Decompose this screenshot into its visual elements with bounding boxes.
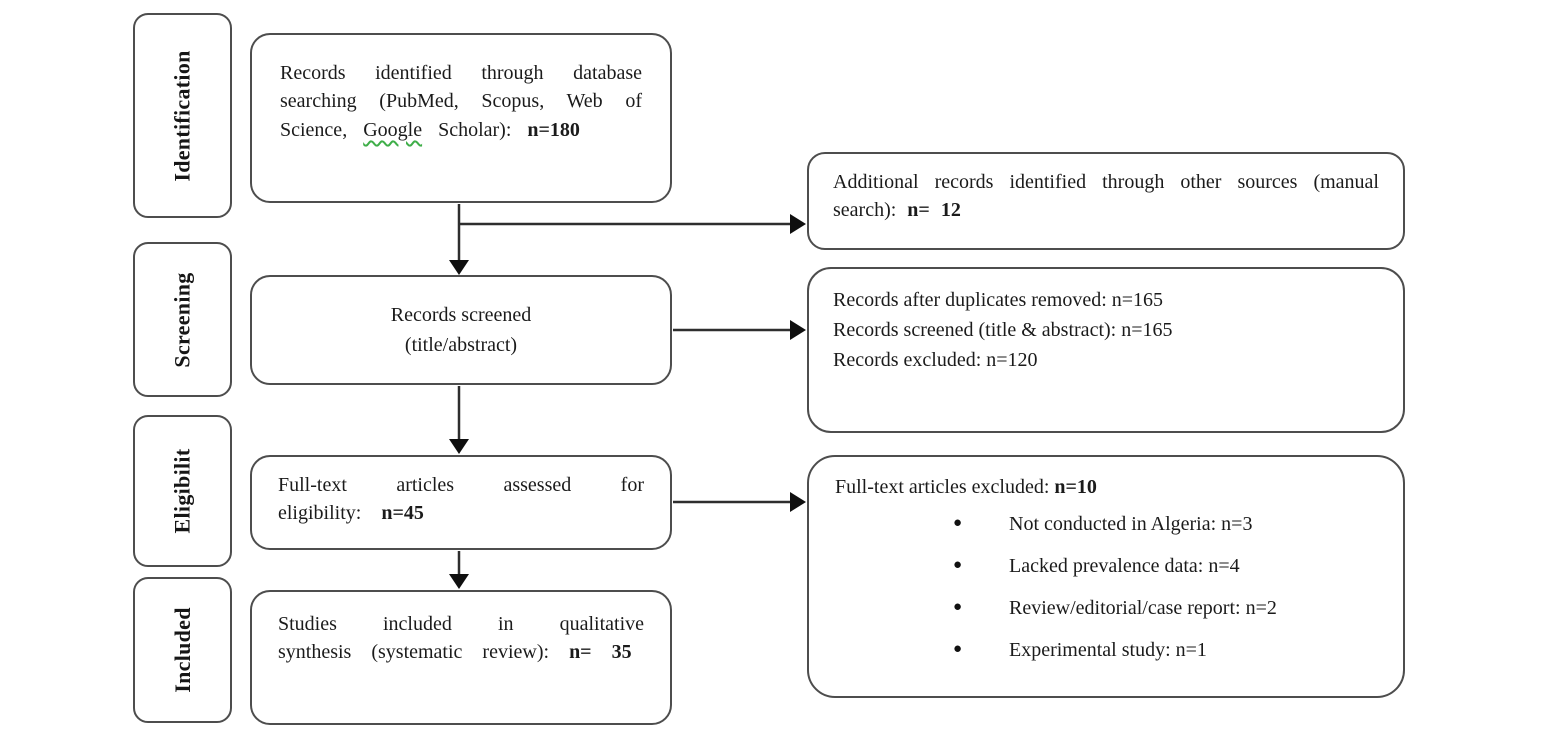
- exclusion-reason-item: Review/editorial/case report: n=2: [953, 595, 1377, 622]
- records-screened-box: Records screened (title/abstract): [250, 275, 672, 385]
- fulltext-excluded-heading-text: Full-text articles excluded:: [835, 476, 1055, 498]
- records-screened-line2: (title/abstract): [404, 334, 518, 356]
- fulltext-assessed-text-body: Full-text articles assessed for eligibil…: [278, 474, 644, 525]
- fulltext-assessed-box: Full-text articles assessed for eligibil…: [250, 455, 672, 550]
- studies-included-text: Studies included in qualitative synthesi…: [278, 610, 644, 667]
- records-screened-line1: Records screened: [390, 304, 532, 326]
- records-identified-box: Records identified through database sear…: [250, 33, 672, 203]
- records-identified-text: Records identified through database sear…: [280, 59, 642, 144]
- fulltext-assessed-text: Full-text articles assessed for eligibil…: [278, 471, 644, 528]
- additional-records-box: Additional records identified through ot…: [807, 152, 1405, 250]
- stage-label-included: Included: [169, 607, 195, 693]
- exclusion-reasons-list: Not conducted in Algeria: n=3 Lacked pre…: [835, 511, 1377, 664]
- duplicates-removed-line: Records after duplicates removed: n=165: [833, 289, 1164, 311]
- arrow-identified-to-additional: [459, 214, 806, 234]
- stage-label-eligibility: Eligibilit: [169, 448, 195, 534]
- spellcheck-word: Google: [363, 118, 423, 141]
- studies-included-count: n= 35: [569, 641, 632, 664]
- studies-included-box: Studies included in qualitative synthesi…: [250, 590, 672, 725]
- arrow-screened-to-fulltext: [449, 386, 469, 454]
- stage-box-identification: Identification: [133, 13, 232, 218]
- exclusion-reason-item: Not conducted in Algeria: n=3: [953, 511, 1377, 538]
- fulltext-excluded-heading: Full-text articles excluded: n=10: [835, 473, 1377, 501]
- additional-records-text: Additional records identified through ot…: [833, 168, 1379, 225]
- arrow-fulltext-to-excluded: [673, 492, 806, 512]
- fulltext-assessed-count: n=45: [381, 502, 424, 525]
- records-identified-count: n=180: [527, 118, 580, 141]
- records-identified-text-after: Scholar):: [422, 118, 528, 141]
- studies-included-text-body: Studies included in qualitative synthesi…: [278, 613, 644, 664]
- stage-box-eligibility: Eligibilit: [133, 415, 232, 567]
- exclusion-reason-item: Experimental study: n=1: [953, 637, 1377, 664]
- arrow-fulltext-to-included: [449, 551, 469, 589]
- fulltext-excluded-count: n=10: [1054, 476, 1097, 498]
- additional-records-count: n= 12: [907, 199, 961, 222]
- stage-label-screening: Screening: [169, 271, 195, 368]
- stage-box-screening: Screening: [133, 242, 232, 397]
- records-screened-count-line: Records screened (title & abstract): n=1…: [833, 319, 1173, 341]
- arrow-screened-to-results: [673, 320, 806, 340]
- exclusion-reason-item: Lacked prevalence data: n=4: [953, 553, 1377, 580]
- additional-records-text-body: Additional records identified through ot…: [833, 171, 1379, 222]
- arrow-identified-to-screened: [449, 204, 469, 275]
- screening-results-box: Records after duplicates removed: n=165 …: [807, 267, 1405, 433]
- records-identified-text-before: Records identified through database sear…: [280, 62, 642, 141]
- fulltext-excluded-box: Full-text articles excluded: n=10 Not co…: [807, 455, 1405, 698]
- records-excluded-line: Records excluded: n=120: [833, 349, 1038, 371]
- stage-box-included: Included: [133, 577, 232, 723]
- stage-label-identification: Identification: [169, 49, 195, 182]
